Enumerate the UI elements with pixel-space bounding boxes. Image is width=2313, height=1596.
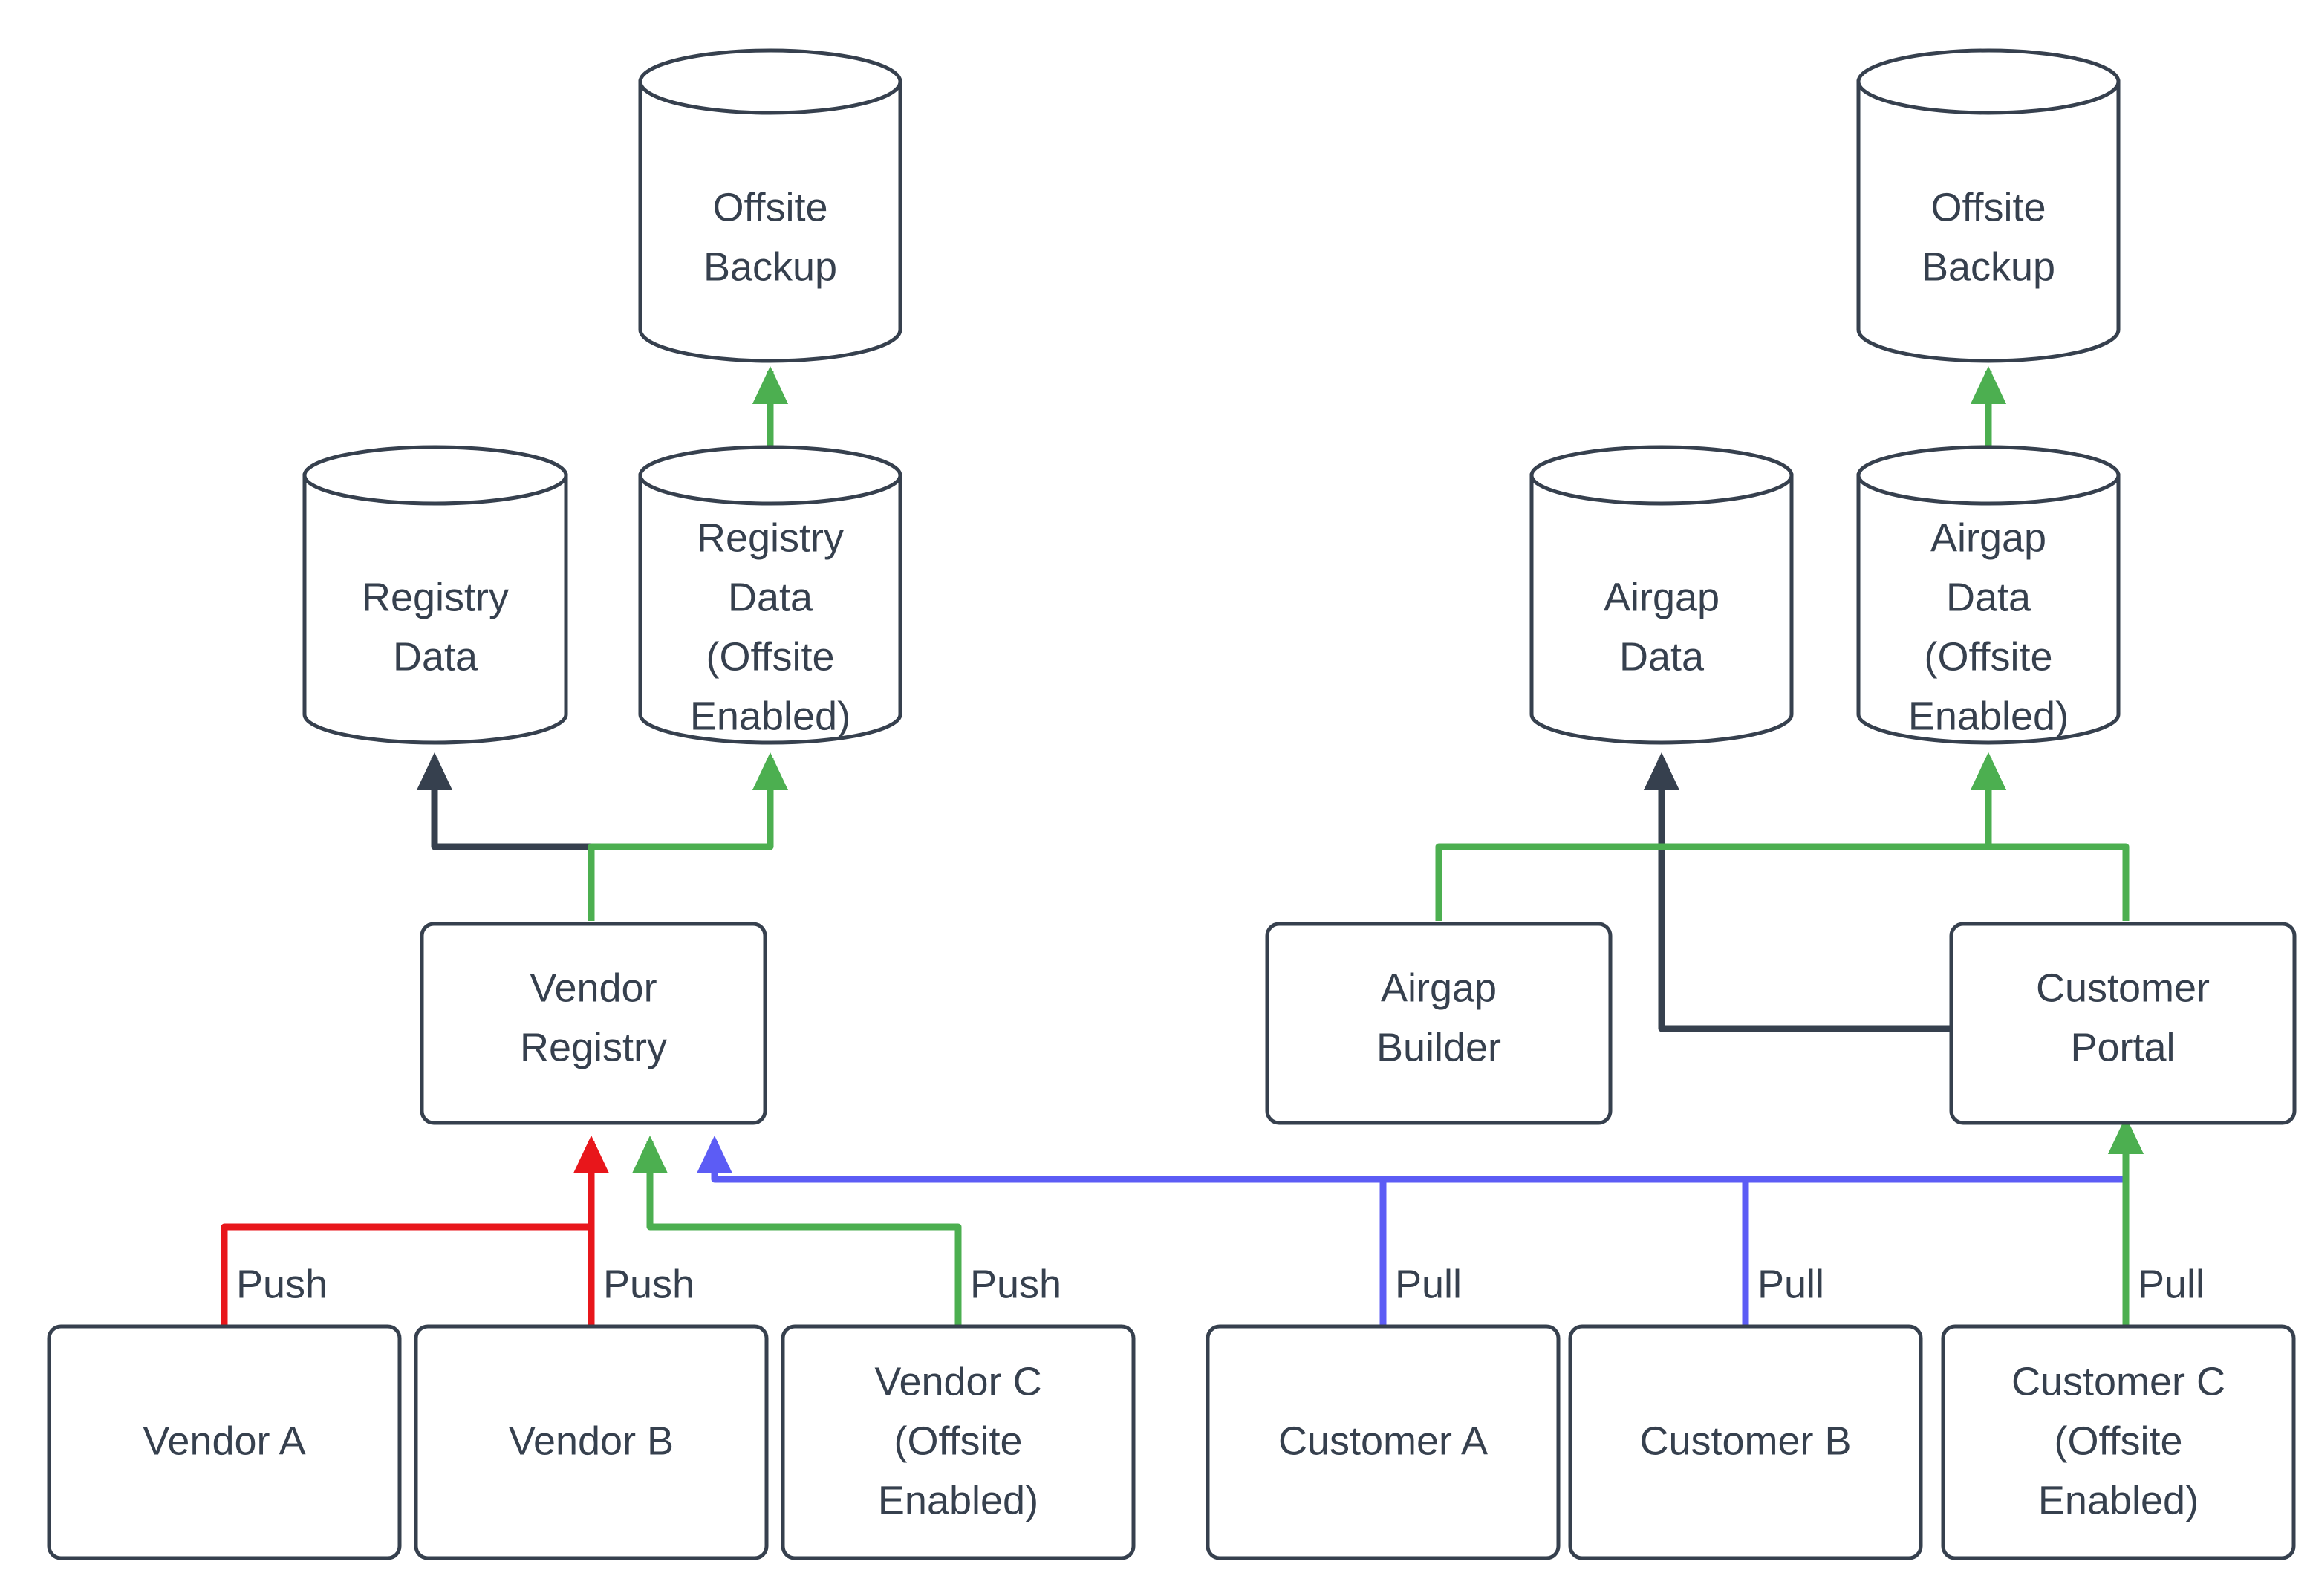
vendor-a-box <box>47 1324 402 1560</box>
airgap-data-top <box>1529 445 1794 506</box>
customer-portal-line1: Customer <box>2036 965 2210 1010</box>
registry-data-offsite-top <box>638 445 902 506</box>
offsite-backup-right-top <box>1856 48 2121 115</box>
node-offsite-backup-right[interactable]: Offsite Backup <box>1856 48 2121 363</box>
edge-label-customer-a-pull: Pull <box>1395 1262 1462 1306</box>
edge-path-customer-portal-to-airgap-data <box>1643 752 1951 1032</box>
vendor-a-label: Vendor A <box>143 1419 305 1463</box>
node-registry-data-offsite[interactable]: Registry Data (Offsite Enabled) <box>638 445 902 745</box>
airgap-builder-line1: Airgap <box>1381 965 1497 1010</box>
airgap-builder-box <box>1265 922 1613 1125</box>
offsite-backup-right-line1: Offsite <box>1930 185 2046 229</box>
airgap-data-offsite-line2: Data <box>1946 575 2031 619</box>
vendor-b-label: Vendor B <box>509 1419 674 1463</box>
registry-data-offsite-line1: Registry <box>697 515 844 560</box>
vendor-c-line1: Vendor C <box>874 1359 1041 1404</box>
node-airgap-builder[interactable]: Airgap Builder <box>1265 922 1613 1125</box>
customer-c-line3: Enabled) <box>2038 1478 2199 1522</box>
registry-data-offsite-body <box>638 473 902 745</box>
node-customer-b[interactable]: Customer B <box>1568 1324 1923 1560</box>
vendor-registry-line1: Vendor <box>530 965 657 1010</box>
edge-path-vendor-c <box>631 1136 962 1325</box>
node-vendor-b[interactable]: Vendor B <box>414 1324 769 1560</box>
node-airgap-data-offsite[interactable]: Airgap Data (Offsite Enabled) <box>1856 445 2121 745</box>
registry-data-body <box>302 473 568 745</box>
customer-a-label: Customer A <box>1278 1419 1488 1463</box>
registry-data-offsite-line2: Data <box>728 575 813 619</box>
node-vendor-c[interactable]: Vendor C (Offsite Enabled) <box>781 1324 1136 1560</box>
edge-label-vendor-a-push: Push <box>236 1262 328 1306</box>
customer-c-line2: (Offsite <box>2054 1419 2182 1463</box>
registry-data-top <box>302 445 568 506</box>
node-offsite-backup-left[interactable]: Offsite Backup <box>638 48 902 363</box>
offsite-backup-right-body <box>1856 79 2121 363</box>
offsite-backup-right-line2: Backup <box>1922 244 2055 289</box>
offsite-backup-left-line2: Backup <box>703 244 837 289</box>
vendor-c-box <box>781 1324 1136 1560</box>
node-vendor-a[interactable]: Vendor A <box>47 1324 402 1560</box>
edge-label-vendor-b-push: Push <box>603 1262 694 1306</box>
edge-vendor-b-to-vendor-registry: Push <box>573 1136 694 1325</box>
edge-path-vendor-registry-to-registry-data-offsite <box>588 752 789 921</box>
registry-data-line2: Data <box>393 634 478 679</box>
customer-c-box <box>1941 1324 2296 1560</box>
airgap-builder-line2: Builder <box>1376 1025 1501 1069</box>
customer-b-label: Customer B <box>1639 1419 1851 1463</box>
edge-label-vendor-c-push: Push <box>970 1262 1061 1306</box>
registry-data-offsite-line3: (Offsite <box>706 634 834 679</box>
airgap-data-offsite-top <box>1856 445 2121 506</box>
airgap-data-line2: Data <box>1619 634 1705 679</box>
customer-portal-line2: Portal <box>2070 1025 2175 1069</box>
customer-c-line1: Customer C <box>2011 1359 2225 1404</box>
vendor-c-line2: (Offsite <box>894 1419 1022 1463</box>
airgap-data-body <box>1529 473 1794 745</box>
node-airgap-data[interactable]: Airgap Data <box>1529 445 1794 745</box>
node-vendor-registry[interactable]: Vendor Registry <box>420 922 767 1125</box>
node-registry-data[interactable]: Registry Data <box>302 445 568 745</box>
edge-customer-c-to-customer-portal: Pull <box>2107 1116 2205 1325</box>
offsite-backup-left-line1: Offsite <box>712 185 827 229</box>
airgap-data-offsite-body <box>1856 473 2121 745</box>
customer-b-box <box>1568 1324 1923 1560</box>
registry-data-line1: Registry <box>362 575 509 619</box>
airgap-data-offsite-line4: Enabled) <box>1908 694 2069 738</box>
registry-data-offsite-line4: Enabled) <box>690 694 850 738</box>
vendor-b-box <box>414 1324 769 1560</box>
customer-portal-box <box>1949 922 2297 1125</box>
airgap-data-offsite-line3: (Offsite <box>1924 634 2052 679</box>
offsite-backup-left-body <box>638 79 902 363</box>
edge-customer-a-to-vendor-registry: Pull <box>696 1136 1462 1325</box>
edge-label-customer-b-pull: Pull <box>1757 1262 1824 1306</box>
edge-vendor-c-to-vendor-registry: Push <box>631 1136 1061 1325</box>
vendor-registry-line2: Registry <box>520 1025 667 1069</box>
edge-path-customer-a <box>696 1136 1387 1325</box>
airgap-data-offsite-line1: Airgap <box>1930 515 2046 560</box>
offsite-backup-left-top <box>638 48 902 115</box>
node-customer-c[interactable]: Customer C (Offsite Enabled) <box>1941 1324 2296 1560</box>
node-customer-a[interactable]: Customer A <box>1206 1324 1561 1560</box>
customer-a-box <box>1206 1324 1561 1560</box>
node-customer-portal[interactable]: Customer Portal <box>1949 922 2297 1125</box>
vendor-registry-box <box>420 922 767 1125</box>
edge-path-airgap-builder-to-airgap-data-offsite <box>1435 752 2007 921</box>
edge-label-customer-c-pull: Pull <box>2138 1262 2205 1306</box>
airgap-data-line1: Airgap <box>1604 575 1720 619</box>
vendor-c-line3: Enabled) <box>878 1478 1038 1522</box>
edge-vendor-a-to-vendor-registry: Push <box>221 1136 610 1325</box>
edge-path-vendor-registry-to-registry-data <box>416 752 595 921</box>
edge-path-customer-portal-to-airgap-data-offsite <box>1970 752 2130 921</box>
